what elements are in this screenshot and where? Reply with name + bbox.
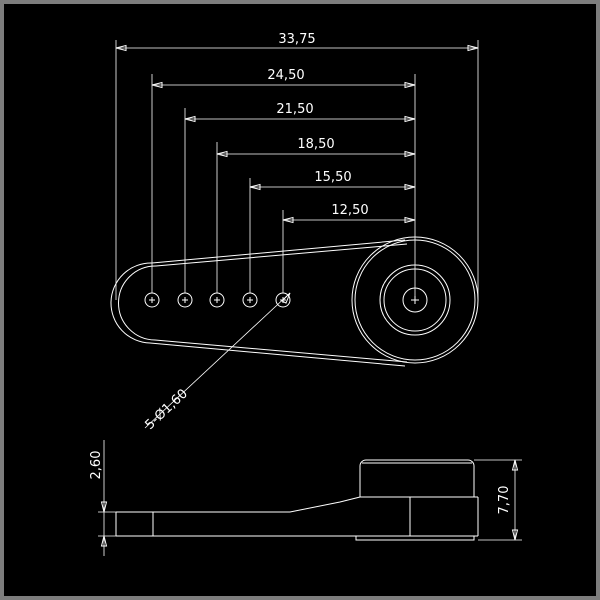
dim-hole-5: 12,50 bbox=[282, 203, 416, 224]
arm-outline bbox=[110, 239, 408, 367]
dim-hole-3-label: 18,50 bbox=[297, 137, 334, 152]
hole-3 bbox=[209, 292, 225, 308]
dim-hole-4-label: 15,50 bbox=[314, 170, 351, 185]
dim-total-height: 7,70 bbox=[474, 459, 522, 541]
dim-hole-1-label: 24,50 bbox=[267, 68, 304, 83]
dim-hole-4: 15,50 bbox=[249, 170, 416, 191]
dim-hole-2: 21,50 bbox=[184, 102, 416, 123]
dim-overall: 33,75 bbox=[115, 32, 479, 52]
dim-arm-thickness-label: 2,60 bbox=[89, 451, 104, 480]
dim-hole-3: 18,50 bbox=[216, 137, 416, 158]
hole-callout-label: 5-Ø1,60 bbox=[142, 386, 190, 433]
side-profile bbox=[115, 459, 479, 541]
top-view: 33,75 24,50 21,50 18,50 15,50 bbox=[110, 32, 479, 433]
dim-arm-thickness: 2,60 bbox=[89, 440, 116, 556]
mounting-holes bbox=[144, 292, 291, 308]
dim-total-height-label: 7,70 bbox=[497, 486, 512, 515]
hole-callout: 5-Ø1,60 bbox=[142, 292, 291, 433]
hole-1 bbox=[144, 292, 160, 308]
hole-4 bbox=[242, 292, 258, 308]
dim-overall-label: 33,75 bbox=[278, 32, 315, 47]
dim-hole-5-label: 12,50 bbox=[331, 203, 368, 218]
dim-hole-1: 24,50 bbox=[151, 68, 416, 89]
dimension-lines: 33,75 24,50 21,50 18,50 15,50 bbox=[115, 32, 479, 224]
dim-hole-2-label: 21,50 bbox=[276, 102, 313, 117]
side-view: 2,60 7,70 bbox=[89, 440, 522, 556]
hole-2 bbox=[177, 292, 193, 308]
extension-lines bbox=[115, 40, 479, 300]
